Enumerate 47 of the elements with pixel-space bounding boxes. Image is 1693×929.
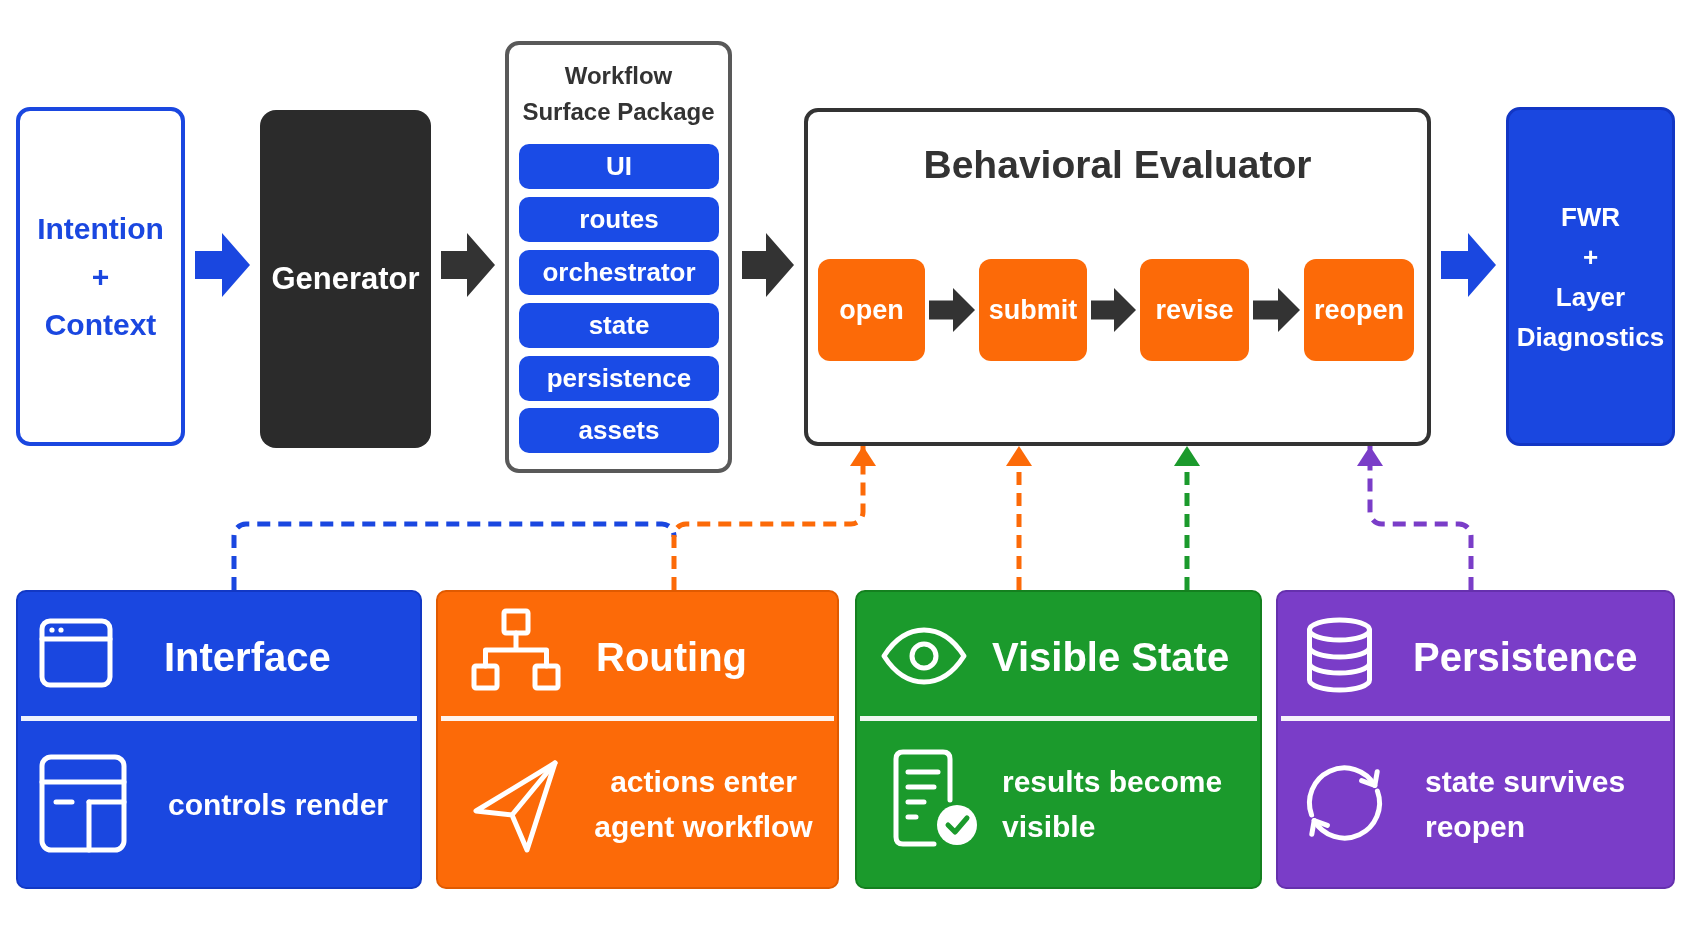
node-label: FWR + Layer Diagnostics <box>1516 200 1665 354</box>
item-label: UI <box>606 150 632 183</box>
category-card <box>855 590 1262 889</box>
card-title: Routing <box>596 634 748 680</box>
step-box <box>1140 259 1249 361</box>
evaluator-panel <box>804 108 1431 446</box>
dashed-arrow <box>671 446 876 590</box>
card-description: results become visible <box>1002 764 1224 845</box>
card-description: controls render <box>168 786 389 823</box>
step-box <box>818 259 925 361</box>
step-label: revise <box>1155 293 1234 327</box>
card-title: Visible State <box>992 634 1230 680</box>
dashed-arrow <box>1006 446 1032 590</box>
card-title: Interface <box>164 634 331 680</box>
dashed-arrow <box>1174 446 1200 590</box>
item-label: orchestrator <box>542 256 696 289</box>
item-label: state <box>588 309 650 342</box>
package-item <box>519 408 719 453</box>
step-label: open <box>839 293 904 327</box>
node-label: Generator <box>271 260 420 298</box>
dashed-arrow <box>1357 446 1474 590</box>
panel-title: Behavioral Evaluator <box>923 143 1312 188</box>
generator-box <box>260 110 431 448</box>
package-item <box>519 144 719 189</box>
category-card <box>16 590 422 889</box>
node-label: Intention + Context <box>37 210 164 343</box>
package-panel <box>505 41 732 473</box>
package-item <box>519 303 719 348</box>
item-label: assets <box>578 414 660 447</box>
item-label: routes <box>579 203 659 236</box>
step-box <box>979 259 1087 361</box>
step-label: submit <box>988 293 1078 327</box>
card-description: state survives reopen <box>1425 764 1627 845</box>
package-item <box>519 250 719 295</box>
step-box <box>1304 259 1414 361</box>
output-box <box>1506 107 1675 446</box>
card-description: actions enter agent workflow <box>593 764 814 845</box>
package-item <box>519 197 719 242</box>
dashed-line <box>231 521 677 590</box>
input-box <box>16 107 185 446</box>
card-title: Persistence <box>1413 634 1638 680</box>
step-label: reopen <box>1314 293 1404 327</box>
item-label: persistence <box>546 362 692 395</box>
category-card <box>1276 590 1675 889</box>
category-card <box>436 590 839 889</box>
package-item <box>519 356 719 401</box>
panel-title: Workflow Surface Package <box>521 61 716 127</box>
